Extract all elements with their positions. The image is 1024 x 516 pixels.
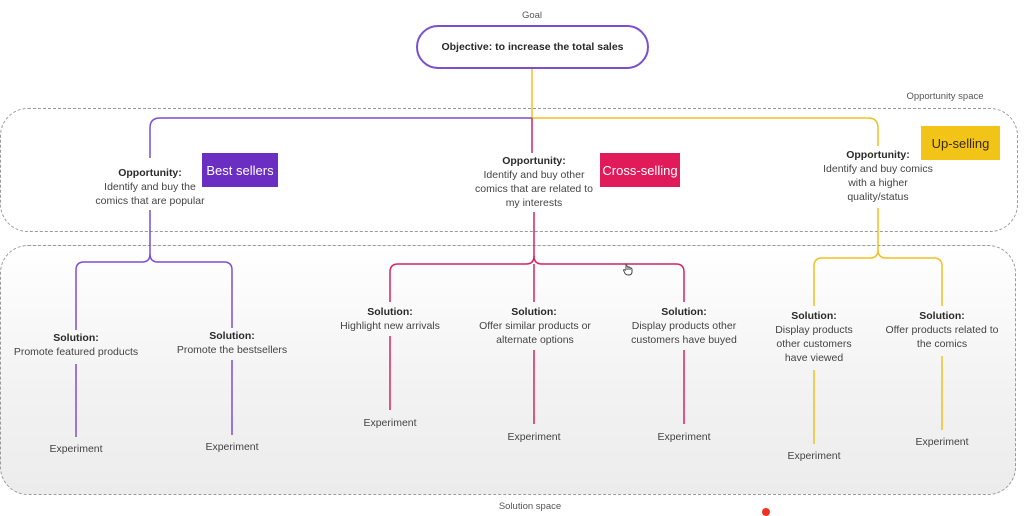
objective-box[interactable]: Objective: to increase the total sales [416,25,649,69]
opportunity-space-label: Opportunity space [906,91,984,102]
solution-heading: Solution: [53,332,99,344]
opportunity-heading: Opportunity: [502,155,566,167]
connector-bar-right [532,117,879,146]
solution-space-label: Solution space [498,501,562,512]
solution-heading: Solution: [661,306,707,318]
experiment-5[interactable]: Experiment [657,431,711,443]
solution-heading: Solution: [367,306,413,318]
connector-cross-down [389,212,535,302]
hand-cursor-icon [622,263,633,276]
opportunity-text: Identify and buy comics with a higher qu… [823,163,933,203]
solution-space-region [0,245,1016,495]
experiment-2[interactable]: Experiment [205,441,259,453]
solution-text: Offer similar products or alternate opti… [479,320,591,346]
red-dot-icon [762,508,770,516]
solution-heading: Solution: [919,310,965,322]
solution-text: Promote featured products [13,346,139,358]
experiment-4[interactable]: Experiment [507,431,561,443]
solution-heading: Solution: [209,330,255,342]
tag-up-selling[interactable]: Up-selling [921,126,1000,160]
experiment-1[interactable]: Experiment [49,443,103,455]
solution-heading: Solution: [511,306,557,318]
solution-text: Promote the bestsellers [176,344,288,356]
connector-up-right [877,249,943,306]
connector-bar-left [149,117,532,158]
opportunity-heading: Opportunity: [846,149,910,161]
experiment-6[interactable]: Experiment [787,450,841,462]
tag-best-sellers[interactable]: Best sellers [202,153,278,187]
solution-text: Offer products related to the comics [885,324,999,350]
tag-cross-selling[interactable]: Cross-selling [600,153,680,187]
opportunity-heading: Opportunity: [118,167,182,179]
connector-cross-right [533,255,685,302]
solution-text: Highlight new arrivals [340,320,440,332]
solution-text: Display products other customers have bu… [631,320,737,346]
experiment-3[interactable]: Experiment [363,417,417,429]
opportunity-text: Identify and buy other comics that are r… [475,169,593,209]
connector-best-right [149,253,233,328]
opportunity-text: Identify and buy the comics that are pop… [95,181,205,207]
solution-text: Display products other customers have vi… [775,324,853,364]
goal-label: Goal [521,10,543,21]
solution-heading: Solution: [791,310,837,322]
connector-up-down [813,208,879,306]
connector-best-down [75,210,151,330]
experiment-7[interactable]: Experiment [915,436,969,448]
opportunity-space-region [0,108,1018,232]
